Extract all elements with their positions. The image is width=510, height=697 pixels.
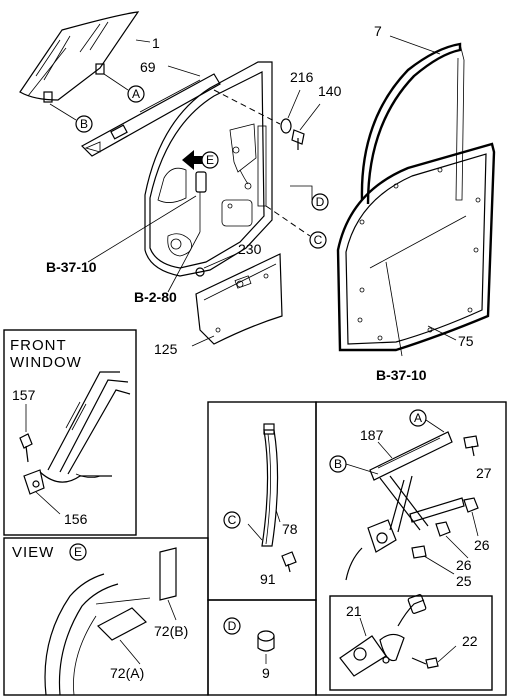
part-label-72a: 72(A) bbox=[110, 665, 144, 681]
bolt-157 bbox=[19, 433, 33, 463]
svg-text:B: B bbox=[80, 117, 88, 131]
svg-text:C: C bbox=[314, 233, 323, 247]
part-label-75: 75 bbox=[458, 333, 474, 349]
part-label-21: 21 bbox=[346, 603, 362, 619]
nut-26-b bbox=[435, 521, 451, 537]
weatherstrip-upper bbox=[360, 42, 465, 205]
fastener-140 bbox=[291, 129, 305, 150]
svg-text:C: C bbox=[228, 513, 237, 527]
inset-motor bbox=[329, 595, 493, 691]
callout-b-regulator: B bbox=[329, 455, 347, 473]
door-glass bbox=[19, 11, 140, 103]
grommet-9 bbox=[257, 630, 275, 652]
inset-front-window bbox=[3, 329, 137, 536]
part-label-216: 216 bbox=[290, 69, 314, 85]
part-label-26b: 26 bbox=[456, 557, 472, 573]
inset-view-e bbox=[3, 537, 209, 696]
rear-run-channel bbox=[261, 423, 279, 547]
callout-b-top: B bbox=[75, 115, 93, 133]
callout-c-door: C bbox=[309, 231, 327, 249]
part-label-7: 7 bbox=[374, 23, 382, 39]
svg-text:D: D bbox=[228, 619, 237, 633]
front-window-title-2: WINDOW bbox=[10, 354, 82, 371]
weatherstrip-door bbox=[336, 142, 496, 352]
part-label-69: 69 bbox=[140, 59, 156, 75]
window-regulator bbox=[345, 431, 465, 581]
part-label-230: 230 bbox=[238, 241, 262, 257]
door-panel bbox=[144, 61, 273, 277]
part-label-9: 9 bbox=[262, 665, 270, 681]
fastener-216 bbox=[280, 118, 292, 134]
screw-91 bbox=[281, 551, 297, 573]
svg-text:E: E bbox=[206, 153, 214, 167]
part-label-157: 157 bbox=[12, 387, 36, 403]
callout-d-inset: D bbox=[223, 617, 241, 635]
part-label-72b: 72(B) bbox=[154, 623, 188, 639]
part-label-78: 78 bbox=[282, 521, 298, 537]
callout-e-view: E bbox=[69, 543, 87, 561]
svg-text:A: A bbox=[414, 411, 422, 425]
view-e-drawing bbox=[44, 547, 177, 696]
callout-e-door: E bbox=[201, 151, 219, 169]
front-window-frame-drawing bbox=[39, 371, 131, 483]
reference-b-2-80: B-2-80 bbox=[134, 289, 177, 305]
part-label-91: 91 bbox=[260, 571, 276, 587]
part-label-140: 140 bbox=[318, 83, 342, 99]
door-sheet bbox=[195, 253, 283, 345]
part-label-25: 25 bbox=[456, 573, 472, 589]
callout-d-door: D bbox=[311, 193, 329, 211]
callout-c-inset: C bbox=[223, 511, 241, 529]
svg-text:E: E bbox=[74, 545, 82, 559]
part-label-26a: 26 bbox=[474, 537, 490, 553]
outer-strip bbox=[81, 73, 221, 157]
nut-26-a bbox=[463, 497, 479, 513]
reference-b-37-10-left: B-37-10 bbox=[46, 259, 97, 275]
screw-22 bbox=[411, 657, 439, 669]
svg-text:A: A bbox=[132, 87, 140, 101]
callout-a-regulator: A bbox=[409, 409, 427, 427]
view-label: VIEW bbox=[12, 544, 54, 561]
part-label-187: 187 bbox=[360, 427, 384, 443]
svg-text:B: B bbox=[334, 457, 342, 471]
callout-a-top: A bbox=[127, 85, 145, 103]
front-window-title-1: FRONT bbox=[10, 337, 67, 354]
part-label-156: 156 bbox=[64, 511, 88, 527]
part-label-27: 27 bbox=[476, 465, 492, 481]
bolt-25 bbox=[411, 545, 427, 559]
part-label-22: 22 bbox=[462, 633, 478, 649]
regulator-motor bbox=[339, 594, 427, 677]
bolt-27 bbox=[463, 435, 479, 457]
part-label-125: 125 bbox=[154, 341, 178, 357]
bracket-156 bbox=[23, 469, 45, 495]
svg-text:D: D bbox=[316, 195, 325, 209]
reference-b-37-10-right: B-37-10 bbox=[376, 367, 427, 383]
part-label-1: 1 bbox=[152, 35, 160, 51]
inset-regulator bbox=[315, 401, 507, 696]
